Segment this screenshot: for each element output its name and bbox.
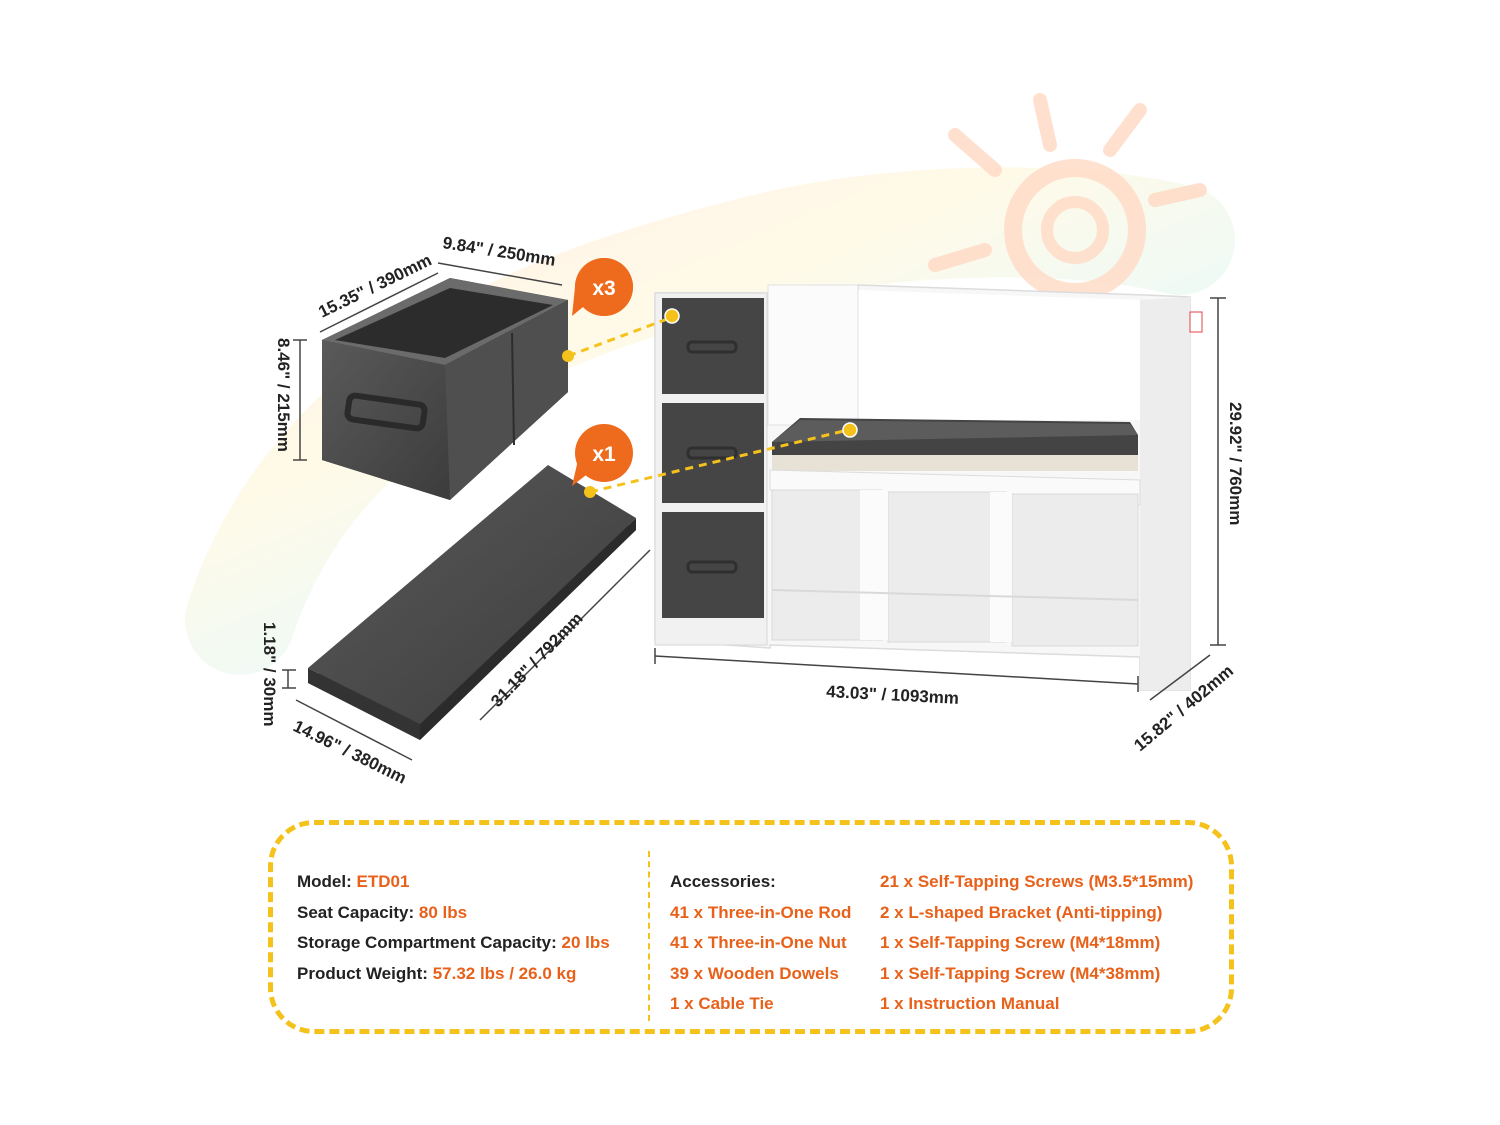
leader-dot <box>584 486 596 498</box>
accessory-item: 1 x Self-Tapping Screw (M4*38mm) <box>880 963 1161 983</box>
accessory-item: 1 x Self-Tapping Screw (M4*18mm) <box>880 933 1161 952</box>
badge-cushion-label: x1 <box>592 443 616 466</box>
spec-row-seat-capacity: Seat Capacity: 80 lbs <box>297 902 468 922</box>
leader-dot <box>664 308 680 324</box>
drawer-height-label: 8.46" / 215mm <box>274 338 293 452</box>
bench-dimension-lines <box>654 297 1226 701</box>
spec-row-model: Model: ETD01 <box>297 872 410 891</box>
accessory-item: 2 x L-shaped Bracket (Anti-tipping) <box>880 902 1163 922</box>
spec-row-weight: Product Weight: 57.32 lbs / 26.0 kg <box>297 963 577 983</box>
accessory-item: 21 x Self-Tapping Screws (M3.5*15mm) <box>880 872 1194 891</box>
bench <box>654 284 1203 691</box>
accessory-item: 1 x Instruction Manual <box>880 994 1060 1013</box>
leader-dot <box>562 350 574 362</box>
cushion-dimension-lines <box>282 549 651 761</box>
spec-row-storage-capacity: Storage Compartment Capacity: 20 lbs <box>297 933 610 952</box>
accessories-list-a: Accessories: 41 x Three-in-One Rod 41 x … <box>670 867 851 1020</box>
spec-list: Model: ETD01 Seat Capacity: 80 lbs Stora… <box>297 867 610 989</box>
drawer-dimension-lines <box>293 262 563 461</box>
leader-dot <box>842 422 858 438</box>
accessories-heading: Accessories: <box>670 872 776 891</box>
accessory-item: 41 x Three-in-One Nut <box>670 933 847 952</box>
accessories-list-b: 21 x Self-Tapping Screws (M3.5*15mm) 2 x… <box>880 867 1193 1020</box>
accessory-item: 39 x Wooden Dowels <box>670 963 839 983</box>
spec-panel: Model: ETD01 Seat Capacity: 80 lbs Stora… <box>268 820 1234 1034</box>
drawer-handle <box>344 392 428 432</box>
bench-drawer-2 <box>662 403 764 503</box>
warning-label <box>1189 311 1203 333</box>
spec-divider <box>648 851 650 1021</box>
seat-cushion <box>308 465 636 740</box>
cushion-thickness-label: 1.18" / 30mm <box>260 622 279 726</box>
leader-lines <box>562 308 858 498</box>
accessory-item: 1 x Cable Tie <box>670 994 774 1013</box>
bench-drawer-3 <box>662 512 764 618</box>
bench-width-label: 43.03" / 1093mm <box>826 682 960 708</box>
bench-height-label: 29.92" / 760mm <box>1226 402 1245 525</box>
storage-drawer <box>322 278 568 500</box>
badge-drawers: x3 <box>572 257 633 316</box>
badge-cushion: x1 <box>572 424 633 486</box>
badge-drawers-label: x3 <box>592 277 615 300</box>
accessory-item: 41 x Three-in-One Rod <box>670 902 852 922</box>
drawer-width-label: 9.84" / 250mm <box>441 233 556 270</box>
